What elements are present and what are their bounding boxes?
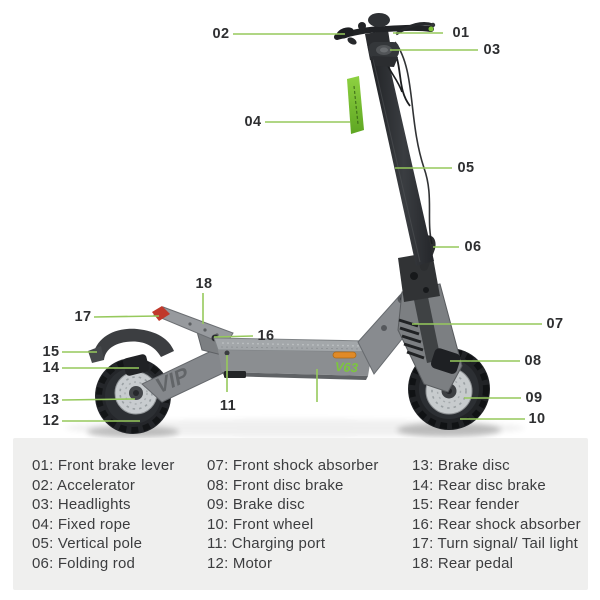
legend-item: 07: Front shock absorber xyxy=(207,457,379,474)
legend-item: 06: Folding rod xyxy=(32,554,136,572)
legend-panel: 01: Front brake lever 02: Accelerator 03… xyxy=(13,438,588,590)
tail-light xyxy=(152,306,170,321)
legend-item: 14: Rear disc brake xyxy=(412,476,546,494)
callout-lines xyxy=(61,32,542,422)
legend-item: 02: Accelerator xyxy=(32,476,136,494)
display xyxy=(368,13,390,27)
scooter-illustration: VIP V63 xyxy=(61,13,542,438)
ground-shadow xyxy=(65,419,525,438)
legend-item: 13: Brake disc xyxy=(412,457,510,474)
rear-disc-brake-caliper xyxy=(123,354,149,376)
legend-item: 03: Headlights xyxy=(32,496,131,513)
rear-pedal xyxy=(152,306,234,357)
vertical-pole xyxy=(347,41,434,266)
callout-number-15: 15 xyxy=(42,344,60,360)
callout-number-13: 13 xyxy=(42,392,60,408)
callout-number-14: 14 xyxy=(42,360,60,376)
front-disc-brake-caliper xyxy=(430,348,461,374)
legend-item: 12: Motor xyxy=(207,554,273,572)
rear-mudflap xyxy=(88,346,104,363)
legend-item: 16: Rear shock absorber xyxy=(412,515,581,533)
callout-number-05: 05 xyxy=(457,160,475,176)
legend-column-3: 13: Brake disc 14: Rear disc brake 15: R… xyxy=(412,456,581,573)
under-deck-box xyxy=(224,371,246,378)
legend-item: 17: Turn signal/ Tail light xyxy=(412,535,579,552)
callout-number-12: 12 xyxy=(42,413,60,429)
handlebar xyxy=(334,13,436,67)
callout-number-03: 03 xyxy=(483,42,501,58)
legend-item: 04: Fixed rope xyxy=(32,515,131,533)
legend-item: 15: Rear fender xyxy=(412,496,520,513)
callout-number-11: 11 xyxy=(219,398,237,414)
legend-item: 11: Charging port xyxy=(207,535,326,552)
callout-number-07: 07 xyxy=(546,316,564,332)
legend-item: 05: Vertical pole xyxy=(32,535,143,552)
callout-number-10: 10 xyxy=(528,411,546,427)
callout-number-17: 17 xyxy=(74,309,92,325)
deck-logo: V63 xyxy=(333,359,360,375)
legend-column-1: 01: Front brake lever 02: Accelerator 03… xyxy=(32,456,175,573)
deck: V63 xyxy=(213,337,373,380)
callout-number-06: 06 xyxy=(464,239,482,255)
front-brake-lever xyxy=(395,21,434,36)
grip-green-tip xyxy=(428,26,434,32)
line-17 xyxy=(93,315,160,318)
line-13 xyxy=(61,398,136,401)
brake-cable xyxy=(394,41,433,245)
accelerator-thumb-throttle xyxy=(336,27,354,39)
callout-number-16: 16 xyxy=(257,328,275,344)
line-16 xyxy=(213,335,254,338)
rear-brake-disc xyxy=(114,371,158,415)
deck-reflector xyxy=(332,351,357,359)
rear-fender xyxy=(93,328,174,360)
legend-item: 08: Front disc brake xyxy=(207,476,344,494)
legend-column-2: 07: Front shock absorber 08: Front disc … xyxy=(207,456,379,573)
callout-number-18: 18 xyxy=(195,276,213,292)
charging-port xyxy=(224,350,230,356)
callout-number-01: 01 xyxy=(452,25,470,41)
legend-item: 10: Front wheel xyxy=(207,515,314,533)
callout-number-02: 02 xyxy=(212,26,230,42)
legend-item: 01: Front brake lever xyxy=(32,457,175,474)
front-shock-absorber xyxy=(398,318,425,360)
legend-item: 09: Brake disc xyxy=(207,496,305,513)
pole-sticker-fixed-rope xyxy=(347,76,364,134)
callout-number-04: 04 xyxy=(244,114,262,130)
callout-number-09: 09 xyxy=(525,390,543,406)
callout-number-08: 08 xyxy=(524,353,542,369)
front-fork xyxy=(397,283,463,393)
legend-item: 18: Rear pedal xyxy=(412,554,514,572)
